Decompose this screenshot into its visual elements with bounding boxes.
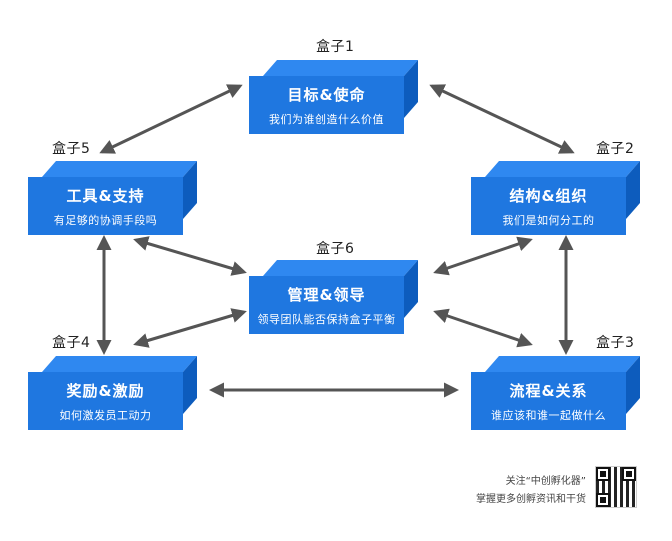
box5-label: 盒子5 bbox=[52, 141, 91, 157]
footer-info-text: 掌握更多创孵资讯和干货 bbox=[476, 494, 586, 505]
arrow-box6-box3 bbox=[433, 308, 533, 348]
box2-title: 结构&组织 bbox=[509, 187, 588, 205]
box2-label: 盒子2 bbox=[596, 141, 635, 157]
box4-label: 盒子4 bbox=[52, 335, 91, 351]
arrow-box6-box4 bbox=[133, 308, 247, 348]
box3-title: 流程&关系 bbox=[509, 382, 588, 400]
box1-subtitle: 我们为谁创造什么价值 bbox=[269, 113, 384, 126]
box2-subtitle: 我们是如何分工的 bbox=[502, 214, 595, 227]
box6-subtitle: 领导团队能否保持盒子平衡 bbox=[257, 313, 396, 326]
box4-title: 奖励&激励 bbox=[66, 382, 145, 400]
box3-subtitle: 谁应该和谁一起做什么 bbox=[491, 409, 606, 422]
box1-title: 目标&使命 bbox=[287, 86, 366, 104]
box6-title: 管理&领导 bbox=[287, 286, 366, 304]
box6-label: 盒子6 bbox=[316, 241, 355, 257]
arrow-box5-box6 bbox=[133, 236, 247, 276]
arrow-box1-box2 bbox=[429, 84, 575, 154]
box3-label: 盒子3 bbox=[596, 335, 635, 351]
arrow-box2-box6 bbox=[433, 236, 533, 276]
box1-label: 盒子1 bbox=[316, 39, 355, 55]
arrow-box1-box5 bbox=[99, 84, 243, 154]
box5-subtitle: 有足够的协调手段吗 bbox=[53, 214, 158, 227]
qr-code-icon[interactable] bbox=[595, 466, 637, 508]
box4-subtitle: 如何激发员工动力 bbox=[59, 409, 152, 422]
footer-follow-text: 关注“中创孵化器” bbox=[505, 476, 586, 487]
box5-title: 工具&支持 bbox=[66, 187, 145, 205]
